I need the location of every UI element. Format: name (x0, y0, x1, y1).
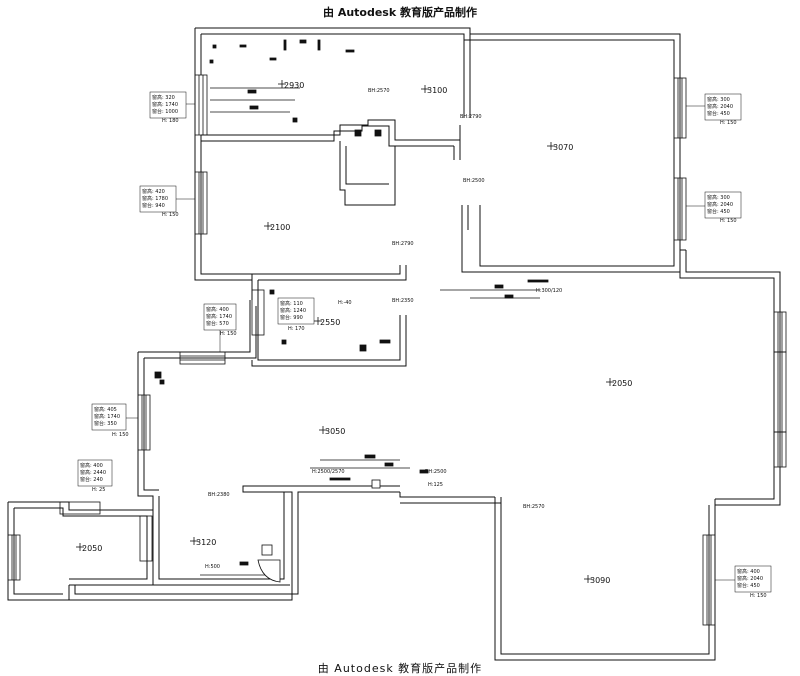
room-area-3100: 3100 (427, 86, 447, 95)
room-area-2930: 2930 (284, 81, 304, 90)
room-area-3090: 3090 (590, 576, 610, 585)
door-label-8: H:2500/2570 (312, 469, 345, 475)
level-marks (76, 80, 614, 583)
door-label-3: BH:2500 (463, 178, 485, 184)
svg-text:窗高: 110: 窗高: 110 (280, 300, 303, 307)
svg-text:窗高: 400: 窗高: 400 (737, 568, 760, 575)
window-note-3: 窗高: 420 窗高: 1780 窗台: 940 H: 150 (139, 185, 195, 218)
svg-text:窗台: 570: 窗台: 570 (206, 320, 229, 327)
door-label-9: BH:2500 (425, 469, 447, 475)
svg-text:窗台: 240: 窗台: 240 (80, 476, 103, 483)
door-label-1: BH:2570 (368, 88, 390, 94)
svg-text:窗高: 2040: 窗高: 2040 (707, 201, 733, 208)
svg-text:窗台: 450: 窗台: 450 (707, 110, 730, 117)
svg-text:窗台: 450: 窗台: 450 (707, 208, 730, 215)
svg-text:窗台: 940: 窗台: 940 (142, 202, 165, 209)
door-label-6: BH:2380 (208, 492, 230, 498)
svg-text:窗高: 1780: 窗高: 1780 (142, 195, 168, 202)
svg-text:窗高: 2440: 窗高: 2440 (80, 469, 106, 476)
svg-text:窗高: 2040: 窗高: 2040 (737, 575, 763, 582)
svg-text:H: 150: H: 150 (112, 432, 129, 438)
room-area-2550: 2550 (320, 318, 340, 327)
window-note-4: 窗高: 300 窗高: 2040 窗台: 450 H: 150 (686, 191, 742, 224)
window-note-1: 窗高: 320 窗高: 1740 窗台: 1000 H: 180 (149, 91, 195, 124)
door-label-10: H:300/120 (536, 288, 562, 294)
svg-text:窗台: 1000: 窗台: 1000 (152, 108, 178, 115)
svg-text:H: 150: H: 150 (220, 331, 237, 337)
window-note-8: 窗高: 400 窗高: 2440 窗台: 240 H: 25 (77, 459, 113, 493)
door-label-5: BH:2350 (392, 298, 414, 304)
door-label-11: H:500 (205, 564, 220, 570)
drawing-footer: 由 Autodesk 教育版产品制作 (317, 662, 483, 675)
door-label-7: BH:2570 (523, 504, 545, 510)
svg-text:窗台: 450: 窗台: 450 (737, 582, 760, 589)
room-area-2100: 2100 (270, 223, 290, 232)
svg-text:窗高: 300: 窗高: 300 (707, 96, 730, 103)
svg-text:H: 25: H: 25 (92, 487, 105, 493)
door-label-13: H:-40 (338, 300, 352, 306)
window-note-7: 窗高: 405 窗高: 1740 窗台: 350 H: 150 (91, 403, 138, 438)
door-label-12: H:125 (428, 482, 443, 488)
svg-text:窗高: 1740: 窗高: 1740 (152, 101, 178, 108)
drawing-title: 由 Autodesk 教育版产品制作 (322, 6, 477, 19)
window-note-5: 窗高: 400 窗高: 1740 窗台: 570 H: 150 (203, 303, 237, 352)
svg-text:H: 150: H: 150 (750, 593, 767, 599)
room-area-2050-balcony: 2050 (82, 544, 102, 553)
door-height-labels: BH:2570 BH:2790 BH:2500 BH:2790 BH:2350 … (205, 88, 562, 570)
svg-text:窗高: 405: 窗高: 405 (94, 406, 117, 413)
room-markers: 2930 3100 3070 2100 2550 2050 3050 3120 … (82, 81, 632, 585)
svg-text:窗高: 1740: 窗高: 1740 (94, 413, 120, 420)
svg-text:H: 170: H: 170 (288, 326, 305, 332)
svg-text:窗台: 990: 窗台: 990 (280, 314, 303, 321)
svg-text:窗台: 350: 窗台: 350 (94, 420, 117, 427)
window-note-9: 窗高: 400 窗高: 2040 窗台: 450 H: 150 (715, 565, 772, 599)
svg-text:窗高: 420: 窗高: 420 (142, 188, 165, 195)
room-area-3120: 3120 (196, 538, 216, 547)
room-area-3050: 3050 (325, 427, 345, 436)
room-area-2050: 2050 (612, 379, 632, 388)
svg-text:窗高: 320: 窗高: 320 (152, 94, 175, 101)
door-label-2: BH:2790 (460, 114, 482, 120)
window-annotations: 窗高: 320 窗高: 1740 窗台: 1000 H: 180 窗高: 300… (77, 91, 772, 599)
svg-text:窗高: 300: 窗高: 300 (707, 194, 730, 201)
window-note-2: 窗高: 300 窗高: 2040 窗台: 450 H: 150 (686, 93, 742, 126)
svg-text:H: 180: H: 180 (162, 118, 179, 124)
window-note-6: 窗高: 110 窗高: 1240 窗台: 990 H: 170 (277, 297, 315, 332)
door-label-4: BH:2790 (392, 241, 414, 247)
room-area-3070: 3070 (553, 143, 573, 152)
svg-text:窗高: 2040: 窗高: 2040 (707, 103, 733, 110)
svg-text:窗高: 400: 窗高: 400 (206, 306, 229, 313)
svg-text:H: 150: H: 150 (720, 218, 737, 224)
svg-text:窗高: 1240: 窗高: 1240 (280, 307, 306, 314)
svg-text:H: 150: H: 150 (162, 212, 179, 218)
svg-text:窗高: 1740: 窗高: 1740 (206, 313, 232, 320)
interior-details (154, 39, 549, 583)
svg-text:H: 150: H: 150 (720, 120, 737, 126)
window-symbols (7, 74, 787, 626)
svg-text:窗高: 400: 窗高: 400 (80, 462, 103, 469)
outer-walls (7, 27, 781, 661)
